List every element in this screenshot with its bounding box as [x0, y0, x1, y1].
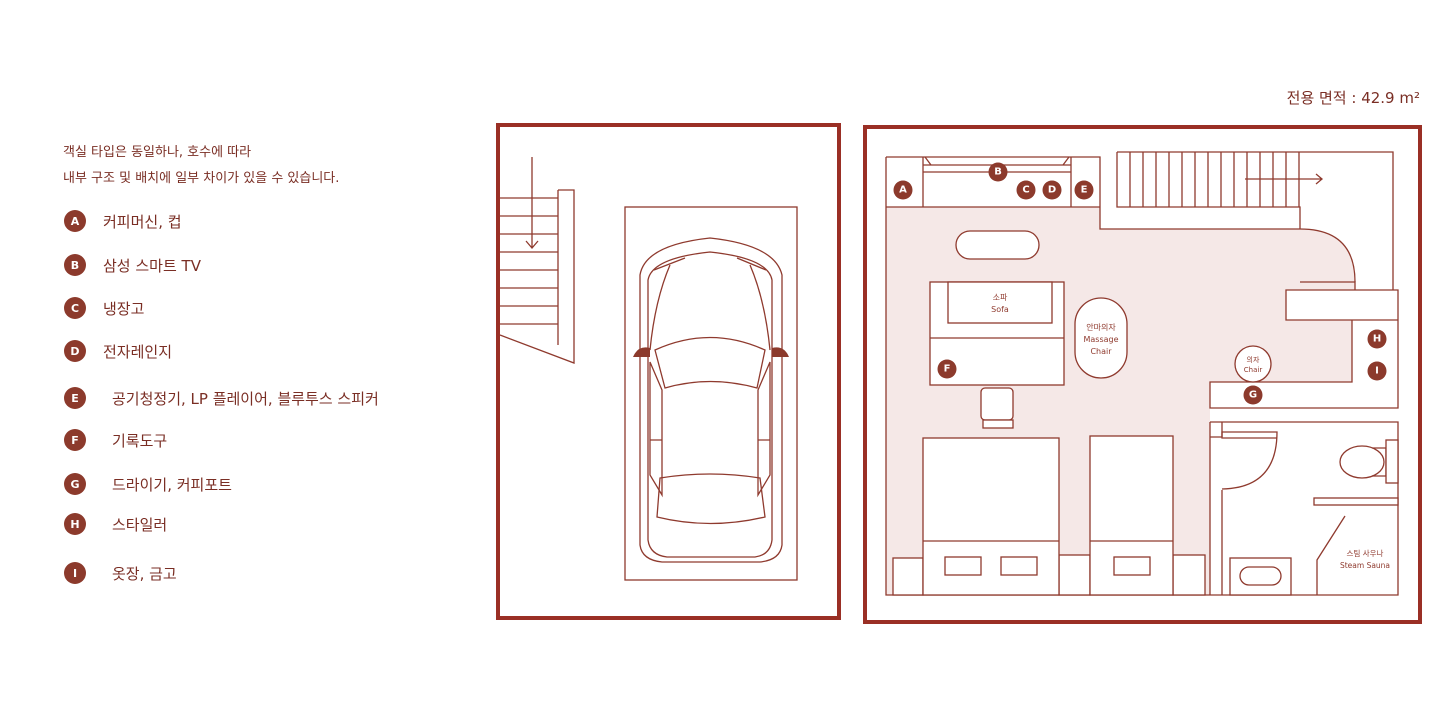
legend-label: 냉장고	[103, 299, 145, 318]
legend-label: 옷장, 금고	[112, 564, 177, 583]
svg-text:E: E	[1081, 185, 1088, 196]
legend-badge: B	[64, 254, 86, 276]
svg-text:Sofa: Sofa	[991, 305, 1009, 314]
bathroom: 스팀 사우나 Steam Sauna	[1209, 422, 1399, 596]
legend-label: 드라이기, 커피포트	[112, 475, 232, 494]
beds	[892, 435, 1206, 596]
legend-item-i: I 옷장, 금고	[64, 562, 177, 584]
legend-badge: H	[64, 513, 86, 535]
note-line-2: 내부 구조 및 배치에 일부 차이가 있을 수 있습니다.	[63, 171, 340, 186]
svg-text:G: G	[1249, 390, 1257, 401]
svg-text:스팀 사우나: 스팀 사우나	[1347, 549, 1384, 558]
svg-text:안마의자: 안마의자	[1086, 322, 1116, 332]
svg-text:B: B	[994, 167, 1002, 178]
legend-badge: I	[64, 562, 86, 584]
svg-text:Chair: Chair	[1244, 366, 1263, 374]
legend-badge: E	[64, 387, 86, 409]
stairs-parking	[499, 157, 575, 364]
svg-text:Chair: Chair	[1090, 347, 1112, 356]
sink-icon	[1239, 566, 1282, 586]
legend-item-f: F 기록도구	[64, 429, 167, 451]
legend-item-a: A 커피머신, 컵	[64, 210, 182, 232]
legend-item-e: E 공기청정기, LP 플레이어, 블루투스 스피커	[64, 387, 379, 409]
stairs-room	[1116, 151, 1394, 290]
svg-text:Massage: Massage	[1083, 335, 1118, 344]
legend-item-b: B 삼성 스마트 TV	[64, 254, 201, 276]
svg-text:H: H	[1373, 334, 1381, 345]
legend-item-d: D 전자레인지	[64, 340, 172, 362]
desk-chair-icon	[980, 387, 1014, 429]
svg-text:F: F	[944, 364, 951, 375]
massage-chair-icon: 안마의자 Massage Chair	[1074, 297, 1128, 379]
legend-badge: D	[64, 340, 86, 362]
parking-plan	[496, 123, 841, 620]
legend-label: 삼성 스마트 TV	[103, 256, 201, 275]
svg-text:Steam Sauna: Steam Sauna	[1340, 561, 1390, 570]
table-icon	[955, 230, 1040, 260]
svg-text:C: C	[1022, 185, 1029, 196]
legend-badge: F	[64, 429, 86, 451]
legend-label: 커피머신, 컵	[103, 212, 182, 231]
sofa-icon: 소파 Sofa	[929, 281, 1065, 386]
chair-icon: 의자 Chair	[1234, 345, 1272, 383]
legend-item-g: G 드라이기, 커피포트	[64, 473, 232, 495]
note-line-1: 객실 타입은 동일하나, 호수에 따라	[63, 145, 252, 160]
legend-badge: C	[64, 297, 86, 319]
legend-item-c: C 냉장고	[64, 297, 144, 319]
legend-badge: G	[64, 473, 86, 495]
car-icon	[633, 237, 789, 563]
legend-label: 공기청정기, LP 플레이어, 블루투스 스피커	[112, 389, 379, 408]
legend-label: 전자레인지	[103, 342, 173, 361]
svg-text:A: A	[899, 185, 907, 196]
svg-text:의자: 의자	[1247, 355, 1260, 364]
area-label: 전용 면적 : 42.9 m²	[1286, 89, 1420, 107]
svg-text:소파: 소파	[993, 293, 1008, 302]
legend-badge: A	[64, 210, 86, 232]
svg-text:I: I	[1375, 366, 1379, 377]
svg-text:D: D	[1048, 185, 1056, 196]
legend-label: 기록도구	[112, 431, 168, 450]
legend-item-h: H 스타일러	[64, 513, 167, 535]
toilet-icon	[1339, 445, 1385, 479]
plan-markers: A B C D E F G H I	[893, 162, 1387, 405]
legend-label: 스타일러	[112, 515, 168, 534]
room-plan: 소파 Sofa 안마의자 Massage Chair 의자 Chair	[863, 125, 1422, 624]
